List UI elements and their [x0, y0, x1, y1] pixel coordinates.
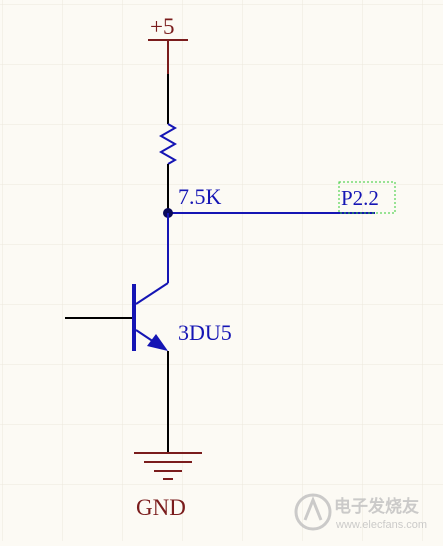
elecfans-logo-mark: [303, 495, 323, 521]
elecfans-watermark: 电子发烧友 www.elecfans.com: [294, 493, 427, 531]
transistor-collector-line: [135, 282, 169, 305]
resistor-7-5k[interactable]: [158, 74, 178, 213]
phototransistor-3du5[interactable]: [65, 282, 169, 452]
elecfans-logo-icon: [294, 493, 332, 531]
resistor-value-label: 7.5K: [178, 184, 222, 209]
transistor-label: 3DU5: [178, 320, 232, 345]
watermark-url: www.elecfans.com: [335, 519, 427, 531]
power-label: +5: [150, 14, 174, 39]
ground-label: GND: [136, 495, 186, 520]
resistor-body: [158, 123, 178, 165]
net-port-box: [338, 181, 396, 214]
ground-symbol: GND: [134, 452, 202, 520]
watermark-title: 电子发烧友: [334, 496, 419, 517]
net-port-p2-2[interactable]: P2.2: [338, 181, 396, 214]
power-symbol-5v: +5: [148, 14, 188, 74]
net-port-label: P2.2: [341, 186, 379, 210]
emitter-arrow-icon: [147, 334, 168, 351]
